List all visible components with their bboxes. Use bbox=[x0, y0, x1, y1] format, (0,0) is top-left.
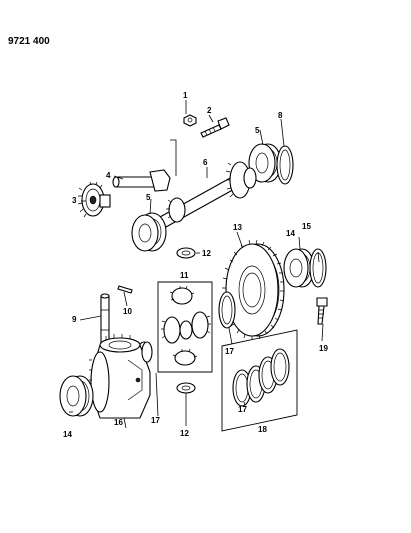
callout-18: 18 bbox=[258, 425, 267, 434]
part-14-bearing-lower bbox=[59, 375, 94, 417]
callout-12-upper: 12 bbox=[202, 249, 211, 258]
callout-3: 3 bbox=[72, 196, 77, 205]
callout-10: 10 bbox=[123, 307, 132, 316]
part-5-bearing-lower bbox=[131, 212, 167, 252]
part-18-shim-kit bbox=[221, 329, 298, 432]
part-4-pin bbox=[112, 169, 171, 192]
part-2-bolt bbox=[200, 117, 230, 138]
callout-1: 1 bbox=[183, 91, 188, 100]
callout-5-upper: 5 bbox=[255, 126, 260, 135]
part-16-differential-case bbox=[89, 334, 151, 419]
part-3-small-gear bbox=[77, 181, 111, 218]
callout-17-ring-gear: 17 bbox=[225, 347, 234, 356]
callout-4: 4 bbox=[106, 171, 111, 180]
part-8-ring bbox=[276, 145, 294, 185]
callout-11: 11 bbox=[180, 271, 189, 280]
part-13-ring-gear bbox=[222, 239, 285, 340]
part-17-ring-gear-shim bbox=[218, 291, 236, 329]
part-19-bolt bbox=[316, 297, 328, 325]
callout-17-case: 17 bbox=[151, 416, 160, 425]
callout-6: 6 bbox=[203, 158, 208, 167]
callout-16: 16 bbox=[114, 418, 123, 427]
callout-2: 2 bbox=[207, 106, 212, 115]
callout-19: 19 bbox=[319, 344, 328, 353]
part-6-shaft bbox=[159, 161, 257, 228]
callout-13: 13 bbox=[233, 223, 242, 232]
part-12-spacer-upper bbox=[176, 247, 196, 259]
callout-8: 8 bbox=[278, 111, 283, 120]
part-15-ring bbox=[309, 248, 327, 288]
callout-5-lower: 5 bbox=[146, 193, 151, 202]
callout-9: 9 bbox=[72, 315, 77, 324]
part-10-pin bbox=[117, 285, 133, 294]
callout-17-shim: 17 bbox=[238, 405, 247, 414]
callout-14-lower: 14 bbox=[63, 430, 72, 439]
part-1-nut bbox=[183, 114, 197, 127]
callout-14-upper: 14 bbox=[286, 229, 295, 238]
callout-15: 15 bbox=[302, 222, 311, 231]
document-number: 9721 400 bbox=[8, 36, 50, 47]
leader-lines bbox=[69, 100, 324, 429]
callout-12-lower: 12 bbox=[180, 429, 189, 438]
part-12-spacer-lower bbox=[176, 382, 196, 394]
part-17-case-shim bbox=[141, 341, 153, 363]
part-14-bearing-upper bbox=[283, 248, 315, 288]
